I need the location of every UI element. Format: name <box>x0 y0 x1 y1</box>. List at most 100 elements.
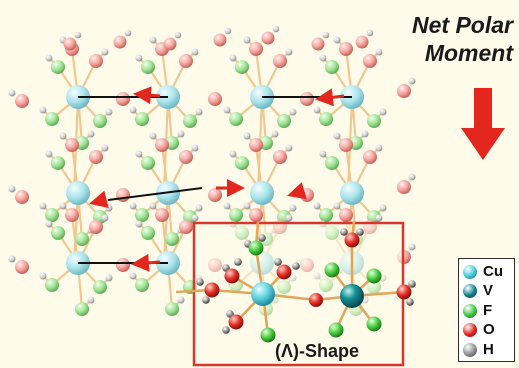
dipole-arrow <box>89 190 109 209</box>
hydrogen-atom <box>39 106 47 114</box>
hydrogen-atom <box>406 298 414 306</box>
copper-atom <box>250 181 274 205</box>
hydrogen-atom <box>59 202 67 210</box>
hydrogen-atom <box>87 296 95 304</box>
fluorine-atom <box>319 112 333 126</box>
fluorine-atom <box>141 60 155 74</box>
legend-label: V <box>483 282 494 300</box>
hydrogen-atom <box>101 144 109 152</box>
hydrogen-atom <box>258 234 266 242</box>
hydrogen-atom <box>285 48 293 56</box>
title-line-2: Moment <box>424 40 513 66</box>
oxygen-atom <box>116 258 130 272</box>
hydrogen-atom <box>408 243 416 251</box>
fluorine-atom <box>165 302 179 316</box>
hydrogen-atom <box>313 202 321 210</box>
hydrogen-atom <box>195 108 203 116</box>
dipole-arrow <box>315 88 345 107</box>
hydrogen-atom <box>285 144 293 152</box>
hydrogen-atom <box>101 48 109 56</box>
fluorine-atom <box>248 240 264 256</box>
oxygen-atom <box>276 264 292 280</box>
oxygen-atom <box>396 284 412 300</box>
hydrogen-atom <box>375 144 383 152</box>
hydrogen-atom <box>243 132 251 140</box>
oxygen-atom <box>208 188 222 202</box>
oxygen-atom <box>300 188 314 202</box>
hydrogen-atom <box>45 54 53 62</box>
hydrogen-atom <box>39 202 47 210</box>
hydrogen-atom <box>319 54 327 62</box>
oxygen-atom <box>397 180 411 194</box>
oxygen-atom <box>249 42 263 56</box>
oxygen-atom <box>155 208 169 222</box>
vanadium-atom <box>340 284 364 308</box>
hydrogen-atom <box>135 220 143 228</box>
fluorine-atom <box>328 322 344 338</box>
hydrogen-atom <box>333 36 341 44</box>
hydrogen-atom <box>223 202 231 210</box>
fluorine-atom <box>277 114 291 128</box>
fluorine-atom <box>141 156 155 170</box>
fluorine-atom <box>93 280 107 294</box>
hydrogen-atom <box>8 255 16 263</box>
hydrogen-atom <box>149 36 157 44</box>
oxygen-atom <box>355 35 369 49</box>
oxygen-atom <box>273 150 287 164</box>
fluorine-atom <box>45 112 59 126</box>
oxygen-atom <box>311 37 325 51</box>
hydrogen-atom <box>8 89 16 97</box>
hydrogen-atom <box>375 48 383 56</box>
hydrogen-atom <box>105 274 113 282</box>
oxygen-atom <box>344 232 360 248</box>
hydrogen-atom <box>105 108 113 116</box>
legend-swatch <box>463 303 477 318</box>
hydrogen-atom <box>340 228 348 236</box>
dipole-arrow <box>133 86 161 105</box>
fluorine-atom <box>45 278 59 292</box>
legend-item: O <box>463 321 510 341</box>
hydrogen-atom <box>191 48 199 56</box>
fluorine-atom <box>366 316 382 332</box>
hydrogen-atom <box>202 296 210 304</box>
copper-atom <box>66 181 90 205</box>
hydrogen-atom <box>105 204 113 212</box>
oxygen-atom <box>116 92 130 106</box>
oxygen-atom <box>155 138 169 152</box>
fluorine-atom <box>45 208 59 222</box>
fluorine-atom <box>260 327 276 343</box>
oxygen-atom <box>363 150 377 164</box>
oxygen-atom <box>89 150 103 164</box>
fluorine-atom <box>51 156 65 170</box>
fluorine-atom <box>135 112 149 126</box>
hydrogen-atom <box>224 27 232 35</box>
vanadium-atom <box>340 181 364 205</box>
fluorine-atom <box>75 302 89 316</box>
fluorine-atom <box>183 114 197 128</box>
hydrogen-atom <box>177 130 185 138</box>
hydrogen-atom <box>8 185 16 193</box>
fluorine-atom <box>93 114 107 128</box>
hydrogen-atom <box>129 202 137 210</box>
fluorine-atom <box>324 262 340 278</box>
oxygen-atom <box>15 260 29 274</box>
oxygen-atom <box>249 138 263 152</box>
hydrogen-atom <box>195 204 203 212</box>
legend-swatch <box>463 323 477 338</box>
fluorine-atom <box>367 114 381 128</box>
hydrogen-atom <box>292 262 300 270</box>
fluorine-atom <box>75 232 89 246</box>
hydrogen-atom <box>174 31 182 39</box>
hydrogen-atom <box>234 258 242 266</box>
hydrogen-atom <box>313 106 321 114</box>
hydrogen-atom <box>319 150 327 158</box>
oxygen-atom <box>397 84 411 98</box>
hydrogen-atom <box>74 31 82 39</box>
legend-swatch <box>463 342 477 357</box>
oxygen-atom <box>65 208 79 222</box>
chain-line <box>107 187 203 201</box>
oxygen-atom <box>163 37 177 51</box>
oxygen-atom <box>15 94 29 108</box>
hydrogen-atom <box>289 204 297 212</box>
